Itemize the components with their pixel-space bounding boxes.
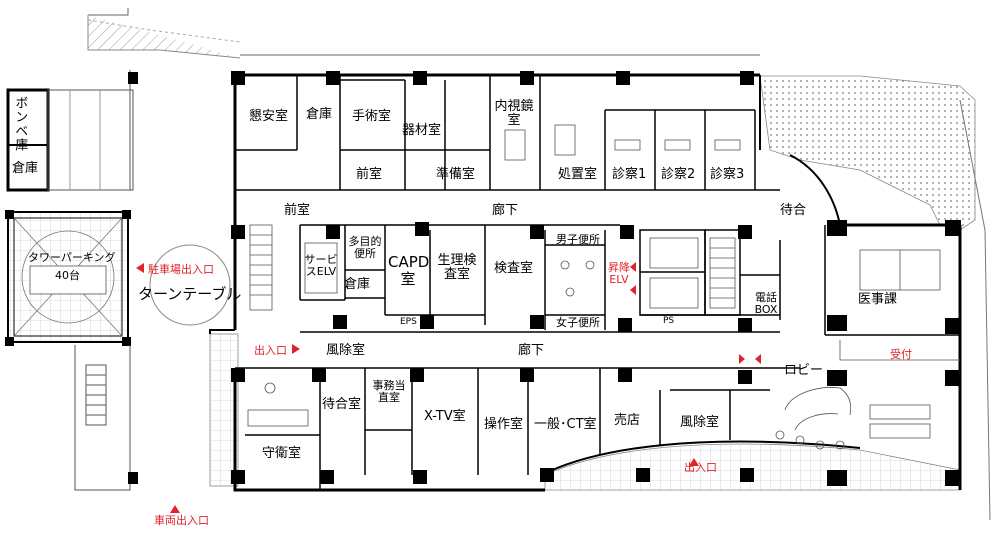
lift-label: 昇降ELV — [608, 261, 630, 287]
room-warehouse-top: 倉庫 — [306, 107, 333, 122]
pillar — [128, 72, 138, 84]
room-control: 操作室 — [484, 417, 524, 432]
room-mens-toilet: 男子便所 — [556, 233, 600, 246]
room-capd: CAPD室 — [388, 253, 430, 288]
corridor-bottom: 廊下 — [518, 343, 545, 358]
room-womens-toilet: 女子便所 — [556, 316, 600, 329]
entrance-left-label: 出入口 — [254, 344, 287, 357]
room-warehouse-left: 倉庫 — [12, 161, 39, 176]
room-equipment: 器材室 — [402, 123, 442, 138]
structural-pillars — [231, 71, 961, 486]
room-exam1: 診察1 — [612, 167, 647, 182]
room-treatment: 処置室 — [558, 167, 598, 182]
stair-block-left — [74, 345, 131, 491]
parking-count: 40台 — [55, 269, 80, 282]
room-waiting: 待合室 — [322, 397, 362, 412]
room-xtv: X-TV室 — [424, 409, 466, 424]
terrace-left — [209, 333, 239, 487]
room-tower-parking: タワーパーキング — [28, 251, 116, 264]
room-endoscopy: 内視鏡室 — [494, 99, 534, 129]
room-windbreak-right: 風除室 — [680, 415, 720, 430]
room-medical-affairs: 医事課 — [858, 292, 898, 307]
fixtures — [247, 124, 960, 450]
tower-parking — [5, 210, 131, 346]
planting-edge — [959, 99, 991, 521]
corridor-top: 廊下 — [492, 203, 519, 218]
room-office-duty: 事務当直室 — [372, 379, 406, 405]
room-physio-exam: 生理検査室 — [437, 253, 477, 283]
room-front-mid: 前室 — [284, 203, 311, 218]
reception-label: 受付 — [890, 348, 912, 361]
room-eps: EPS — [400, 317, 417, 327]
entrance-plaza-floor — [544, 443, 961, 491]
turntable-circle — [149, 244, 231, 326]
entrance-arrows — [136, 262, 761, 513]
room-bombe: ボンベ庫 — [12, 96, 28, 152]
room-lobby: ロビー — [784, 363, 824, 378]
room-windbreak-left: 風除室 — [326, 343, 366, 358]
room-exam2: 診察2 — [661, 167, 696, 182]
room-ps: PS — [663, 316, 675, 326]
room-turntable: ターンテーブル — [138, 285, 242, 303]
parking-entrance-label: 駐車場出入口 — [148, 263, 214, 276]
vehicle-entrance-label: 車両出入口 — [154, 514, 209, 527]
interior-walls — [235, 75, 960, 490]
main-entrance-label: 出入口 — [684, 461, 717, 474]
room-shop: 売店 — [614, 413, 641, 428]
room-exam: 検査室 — [494, 261, 534, 276]
room-surgery: 手術室 — [352, 109, 392, 124]
room-exam3: 診察3 — [710, 167, 745, 182]
bombe-warehouse-block — [6, 70, 134, 192]
room-service-elv: サービスELV — [304, 253, 338, 279]
room-front-top: 前室 — [356, 167, 383, 182]
room-guard: 守衛室 — [262, 446, 302, 461]
room-warehouse-mid: 倉庫 — [344, 277, 371, 292]
site-boundary-top-left — [87, 8, 241, 59]
room-ct: 一般･CT室 — [534, 417, 597, 432]
room-restroom-staff: 懇安室 — [249, 109, 289, 124]
room-prep: 準備室 — [436, 167, 476, 182]
room-multipurpose-toilet: 多目的便所 — [348, 235, 382, 261]
lobby-curve-wall — [547, 440, 861, 473]
pillar — [128, 472, 138, 484]
room-phone-box: 電話BOX — [754, 291, 778, 317]
waiting-top: 待合 — [780, 203, 807, 218]
building-walls — [209, 73, 962, 492]
